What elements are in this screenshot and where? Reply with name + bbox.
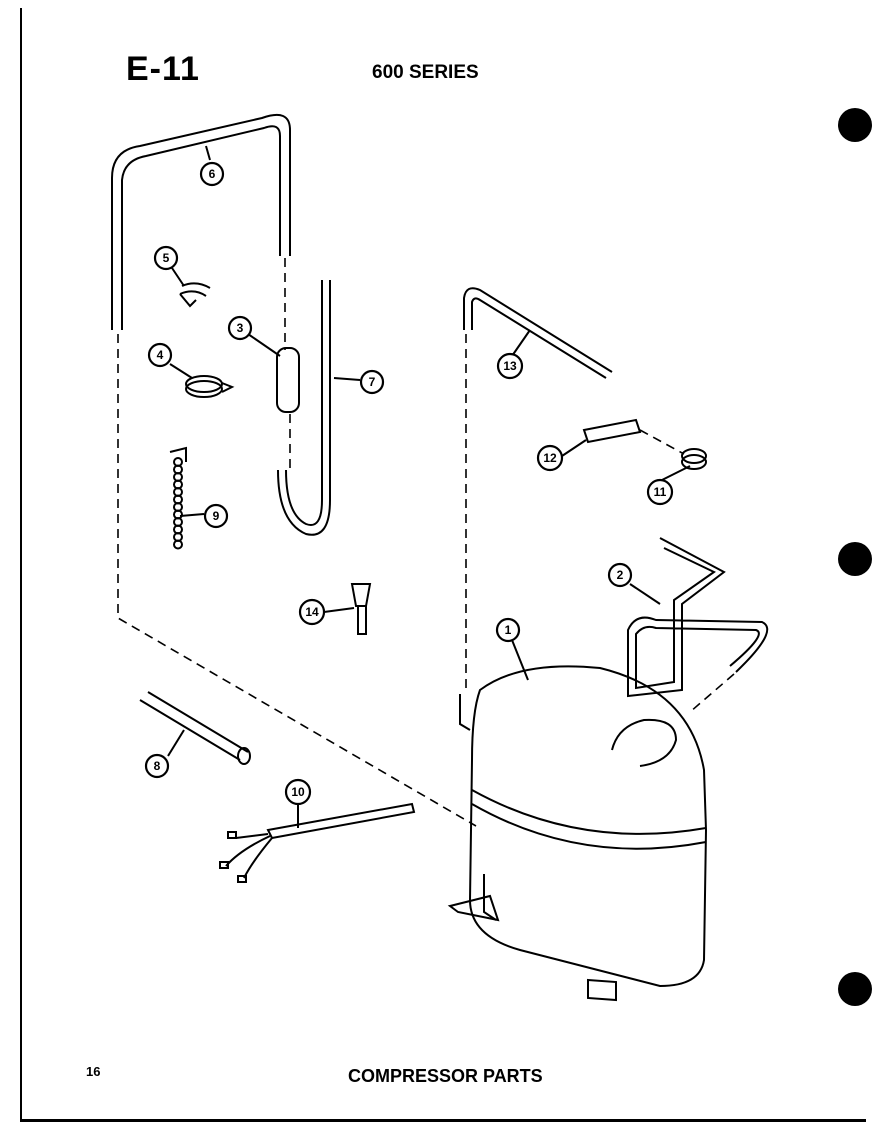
page-number: 16 bbox=[86, 1064, 101, 1079]
callout-3: 3 bbox=[227, 315, 253, 341]
callout-6: 6 bbox=[199, 161, 225, 187]
svg-text:2: 2 bbox=[617, 568, 624, 582]
callout-7: 7 bbox=[359, 369, 385, 395]
binder-hole-middle bbox=[838, 542, 872, 576]
svg-text:1: 1 bbox=[505, 623, 512, 637]
svg-text:12: 12 bbox=[543, 451, 557, 465]
svg-text:8: 8 bbox=[154, 759, 161, 773]
part-drier bbox=[276, 347, 300, 470]
svg-text:10: 10 bbox=[291, 785, 305, 799]
bead bbox=[173, 539, 183, 550]
part-grommet bbox=[681, 448, 707, 470]
callout-5: 5 bbox=[153, 245, 179, 271]
part-valve bbox=[350, 583, 372, 635]
callout-9: 9 bbox=[203, 503, 229, 529]
part-upper-tube bbox=[111, 114, 291, 350]
callout-10: 10 bbox=[284, 778, 312, 806]
callout-11: 11 bbox=[646, 478, 674, 506]
svg-text:13: 13 bbox=[503, 359, 517, 373]
part-bracket bbox=[582, 418, 685, 455]
callout-1: 1 bbox=[495, 617, 521, 643]
part-compressor bbox=[447, 665, 708, 1002]
part-clamp bbox=[185, 375, 235, 398]
callout-13: 13 bbox=[496, 352, 524, 380]
svg-text:9: 9 bbox=[213, 509, 220, 523]
leader-lines bbox=[167, 145, 691, 828]
part-wire-lead bbox=[219, 802, 416, 883]
part-discharge-tube bbox=[463, 287, 613, 690]
part-short-tube bbox=[139, 691, 251, 765]
svg-text:6: 6 bbox=[209, 167, 216, 181]
part-suction-tube bbox=[627, 537, 769, 713]
callout-4: 4 bbox=[147, 342, 173, 368]
svg-text:14: 14 bbox=[305, 605, 319, 619]
callout-14: 14 bbox=[298, 598, 326, 626]
svg-text:7: 7 bbox=[369, 375, 376, 389]
series-title: 600 SERIES bbox=[372, 62, 479, 83]
callout-12: 12 bbox=[536, 444, 564, 472]
page-frame bbox=[20, 8, 866, 1122]
binder-hole-top bbox=[838, 108, 872, 142]
svg-text:5: 5 bbox=[163, 251, 170, 265]
svg-text:3: 3 bbox=[237, 321, 244, 335]
assembly-leader-line bbox=[117, 334, 477, 827]
binder-hole-bottom bbox=[838, 972, 872, 1006]
callout-2: 2 bbox=[607, 562, 633, 588]
svg-text:11: 11 bbox=[654, 485, 667, 499]
part-u-tube bbox=[277, 280, 331, 536]
svg-text:4: 4 bbox=[157, 348, 164, 362]
part-bead-chain bbox=[169, 446, 187, 550]
callout-8: 8 bbox=[144, 753, 170, 779]
part-clip bbox=[179, 282, 211, 308]
sheet-id: E-11 bbox=[126, 50, 200, 88]
diagram-caption: COMPRESSOR PARTS bbox=[348, 1066, 543, 1086]
